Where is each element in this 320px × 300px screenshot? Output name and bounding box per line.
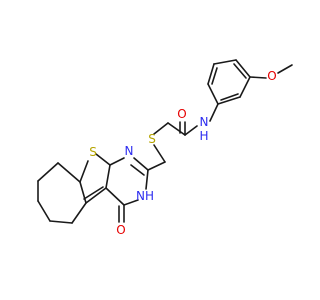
bond: [235, 59, 251, 78]
bond: [277, 64, 293, 74]
bond: [220, 93, 239, 101]
bond: [105, 187, 125, 206]
atom-s-thioether: S: [148, 132, 156, 146]
bond: [184, 125, 198, 136]
bond: [37, 200, 51, 222]
bond: [145, 169, 149, 190]
bond: [79, 181, 87, 204]
bond: [211, 67, 218, 85]
atom-o-methoxy: O: [267, 69, 276, 83]
atom-o-amide: O: [177, 107, 186, 121]
bond: [249, 76, 267, 79]
bond: [57, 162, 81, 183]
bond: [167, 122, 186, 136]
bond: [207, 83, 219, 105]
molecule-structure: S N NH O S O N H O: [37, 59, 293, 237]
bond: [79, 160, 89, 183]
bond: [123, 199, 139, 206]
molecule-canvas: S N NH O S O N H O: [37, 59, 293, 237]
atom-nh-ring: NH: [136, 189, 154, 203]
bond: [83, 186, 104, 200]
bond: [239, 76, 251, 98]
atom-n-ring: N: [125, 144, 134, 158]
bond: [133, 157, 149, 171]
bond: [213, 59, 237, 65]
bond: [37, 162, 59, 182]
bond: [217, 96, 241, 105]
bond: [71, 202, 87, 224]
bond: [233, 63, 247, 79]
atom-o-ring-carbonyl: O: [116, 223, 125, 237]
bond: [85, 187, 107, 204]
bond: [109, 157, 125, 166]
bond: [95, 153, 111, 166]
bonds: [37, 59, 293, 224]
atom-s-thiophene: S: [89, 145, 97, 159]
bond: [105, 164, 111, 189]
bond: [49, 220, 73, 224]
atom-h-amide: H: [199, 129, 208, 143]
bond: [147, 161, 166, 171]
bond: [209, 103, 219, 122]
atom-n-amide: N: [200, 115, 209, 129]
atom-labels: S N NH O S O N H O: [89, 69, 277, 237]
bond: [153, 144, 166, 163]
bond: [153, 122, 169, 135]
bond: [130, 164, 145, 176]
bond: [207, 63, 215, 85]
